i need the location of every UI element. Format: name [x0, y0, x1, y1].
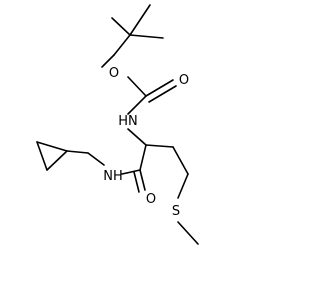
atom-nh-carbamate: HN — [118, 114, 138, 129]
atom-nh-amide: NH — [103, 169, 123, 184]
bond-lines — [36, 4, 199, 245]
atom-o-carbonyl-carbamate: O — [179, 73, 189, 88]
atom-o-ester: O — [109, 66, 119, 81]
atom-s-thioether: S — [172, 204, 180, 219]
molecule-structure: O O HN NH O S — [36, 4, 199, 245]
atom-o-carbonyl-amide: O — [146, 192, 156, 207]
atom-labels: O O HN NH O S — [103, 66, 189, 219]
